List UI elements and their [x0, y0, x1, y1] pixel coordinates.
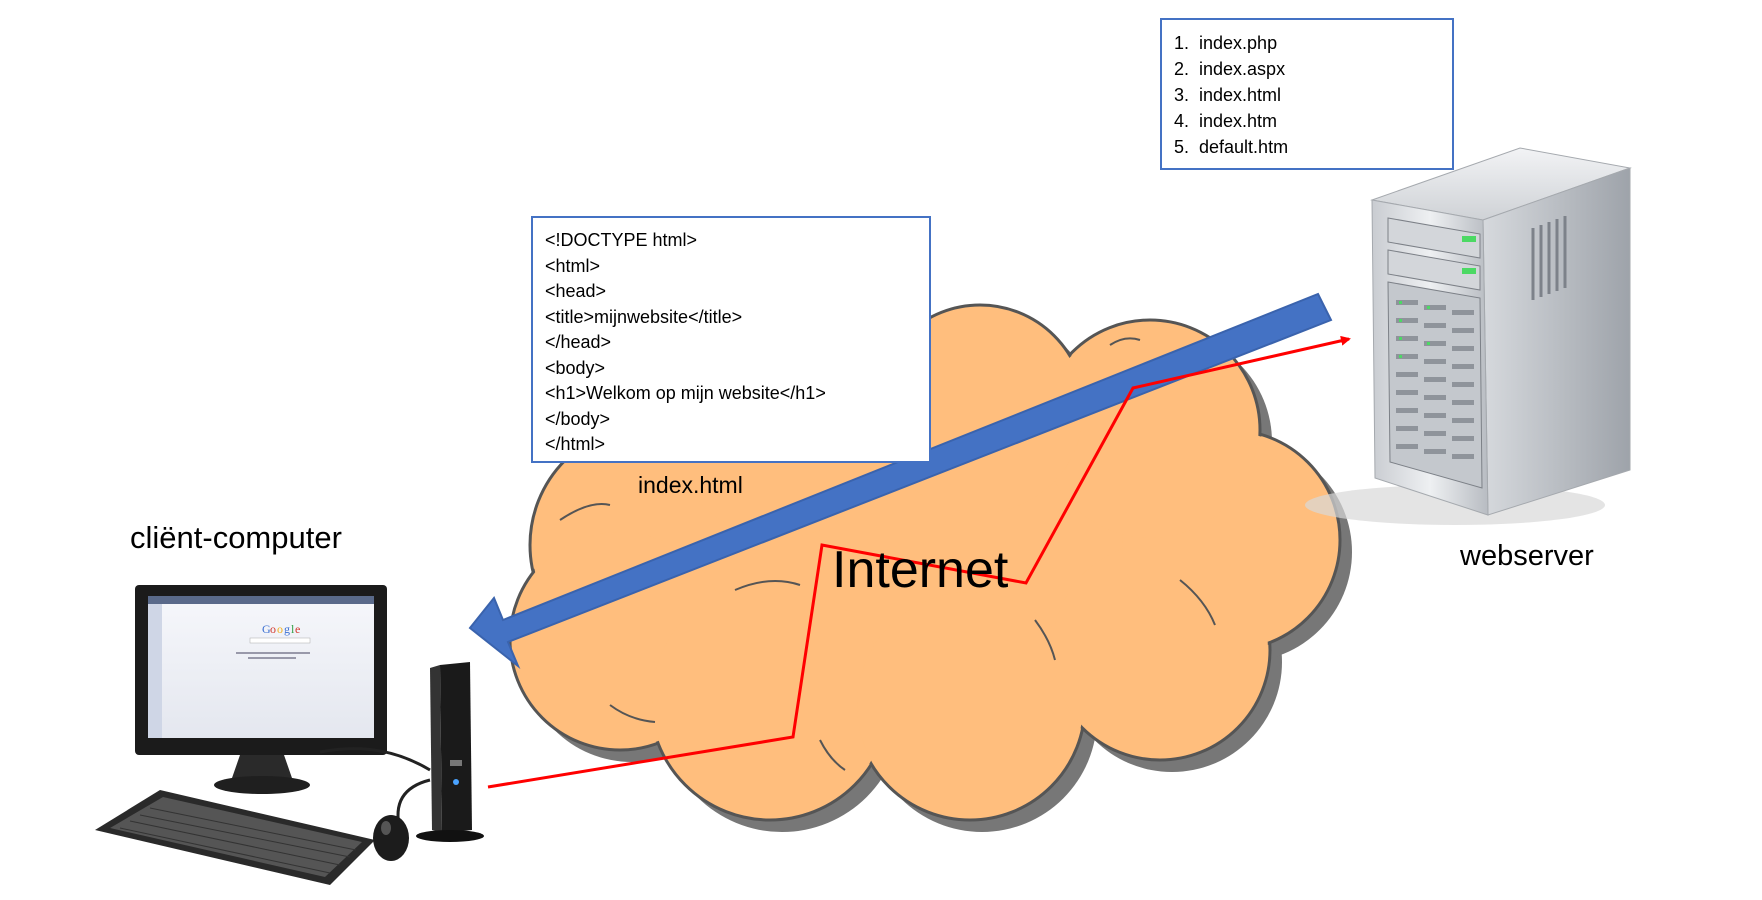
code-line: </body> — [545, 408, 611, 429]
list-item: 3. index.html — [1174, 85, 1282, 105]
monitor-screen — [148, 596, 374, 738]
client-computer-label: cliënt-computer — [130, 520, 342, 555]
cloud-puff-lines — [559, 337, 1216, 771]
client-computer-icon: G o o g l e — [95, 585, 484, 885]
code-line: <title>mijnwebsite</title> — [545, 306, 743, 327]
code-line: <body> — [545, 357, 606, 378]
internet-label: Internet — [832, 541, 1009, 599]
file-name-label: index.html — [638, 472, 743, 498]
svg-text:o: o — [277, 622, 283, 636]
list-item: 5. default.htm — [1174, 137, 1289, 157]
default-documents-list: 1. index.php 2. index.aspx 3. index.html… — [1160, 18, 1454, 170]
code-line: <h1>Welkom op mijn website</h1> — [545, 383, 826, 403]
svg-text:e: e — [295, 622, 300, 636]
svg-text:G: G — [262, 622, 271, 636]
code-line: <html> — [545, 255, 601, 276]
svg-text:l: l — [291, 622, 295, 636]
code-line: <head> — [545, 281, 607, 301]
svg-text:o: o — [270, 622, 276, 636]
list-item: 2. index.aspx — [1174, 59, 1286, 79]
code-line: </head> — [545, 332, 612, 352]
code-line: </html> — [545, 434, 606, 454]
webserver-label: webserver — [1460, 540, 1594, 572]
request-path — [487, 335, 1351, 789]
list-item: 1. index.php — [1174, 33, 1278, 53]
html-source-box: <!DOCTYPE html> <html> <head> <title>mij… — [531, 216, 931, 463]
code-line: <!DOCTYPE html> — [545, 230, 698, 250]
svg-text:g: g — [284, 622, 290, 636]
list-item: 4. index.htm — [1174, 111, 1278, 131]
webserver-icon — [1305, 147, 1632, 525]
